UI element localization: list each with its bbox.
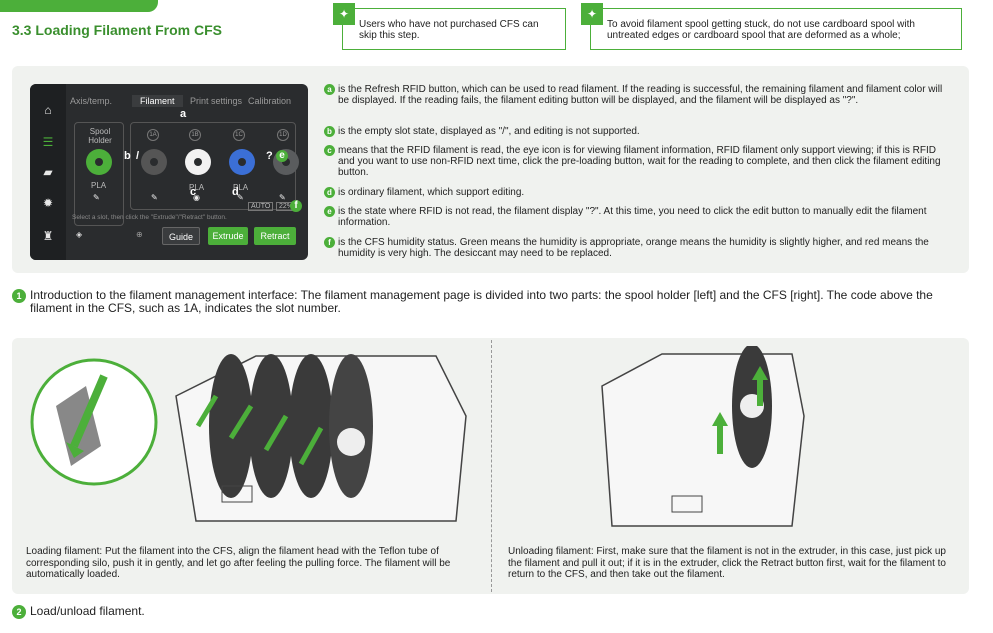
- arrow-head: [66, 442, 84, 458]
- callout-c: c: [190, 186, 197, 198]
- gear-icon: ✹: [42, 196, 54, 210]
- edit-icon: ✎: [151, 193, 158, 202]
- edit-icon: ✎: [93, 193, 100, 202]
- folder-icon: ▰: [43, 165, 53, 179]
- definition-e: e is the state where RFID is not read, t…: [324, 206, 944, 228]
- step-text: Load/unload filament.: [30, 604, 145, 618]
- settings-sliders-icon: ☰: [42, 135, 54, 149]
- badge-c: c: [324, 145, 335, 156]
- badge-a: a: [324, 84, 335, 95]
- definition-f: f is the CFS humidity status. Green mean…: [324, 237, 944, 259]
- cfs-front-window: [671, 495, 703, 513]
- edit-icon: ✎: [237, 193, 244, 202]
- tab-calibration: Calibration: [248, 96, 292, 106]
- extrude-button[interactable]: Extrude: [208, 227, 248, 245]
- arrow-head: [752, 366, 768, 380]
- tip-text: To avoid filament spool getting stuck, d…: [607, 19, 915, 41]
- tab-filament: Filament: [132, 95, 183, 107]
- cfs-box: [601, 353, 805, 527]
- filament-screen-mockup: ⌂ ☰ ▰ ✹ ♜ Axis/temp. Filament Print sett…: [30, 84, 308, 260]
- eye-icon: ◉: [193, 193, 200, 202]
- definition-text: is the CFS humidity status. Green means …: [338, 237, 929, 259]
- badge-f: f: [324, 237, 335, 248]
- robot-icon: ♜: [42, 229, 54, 243]
- definition-d: d is ordinary filament, which support ed…: [324, 187, 944, 198]
- definition-c: c means that the RFID filament is read, …: [324, 145, 944, 178]
- spool-holder-feed-icon: ◈: [76, 230, 83, 239]
- badge-b: b: [324, 126, 335, 137]
- load-arrows: [195, 394, 324, 466]
- slot-code: 1C: [233, 129, 245, 141]
- step-2: 2 Load/unload filament.: [12, 604, 972, 619]
- retract-button[interactable]: Retract: [254, 227, 296, 245]
- section-banner: [0, 0, 158, 12]
- step-number: 1: [12, 289, 26, 303]
- definition-text: is the empty slot state, displayed as "/…: [338, 126, 640, 137]
- blue-spool-icon: [229, 149, 255, 175]
- tip-box-cfs-optional: ✦ Users who have not purchased CFS can s…: [333, 3, 566, 50]
- white-spool-icon: [185, 149, 211, 175]
- tip-text: Users who have not purchased CFS can ski…: [359, 19, 539, 41]
- loading-caption: Loading filament: Put the filament into …: [26, 546, 451, 580]
- badge-e: e: [324, 206, 335, 217]
- slot-code: 1B: [189, 129, 201, 141]
- page-title: 3.3 Loading Filament From CFS: [12, 22, 223, 38]
- spool-holder-panel: Spool Holder PLA ✎: [74, 122, 124, 226]
- definition-text: is ordinary filament, which support edit…: [338, 187, 525, 198]
- callout-e: e: [276, 150, 288, 162]
- step-number: 2: [12, 605, 26, 619]
- loading-filament-illustration: [30, 354, 467, 522]
- slot-code: 1A: [147, 129, 159, 141]
- unknown-slot-mark: ?: [266, 150, 273, 162]
- slot-code: 1D: [277, 129, 289, 141]
- unloading-filament-illustration: [601, 346, 805, 527]
- step-text: Introduction to the filament management …: [30, 288, 933, 315]
- tab-axis-temp: Axis/temp.: [70, 96, 113, 106]
- cfs-settings-icon: ⊕: [136, 230, 143, 239]
- arrow-head: [712, 412, 728, 426]
- callout-d: d: [232, 186, 239, 198]
- spool-holder-label: Spool Holder: [88, 127, 112, 145]
- empty-slot-icon: [141, 149, 167, 175]
- lightbulb-icon: ✦: [581, 3, 603, 25]
- cfs-panel: 1A 1B 1C 1D PLA PLA ✎ ◉ ✎ ✎: [130, 122, 299, 210]
- dashed-divider: [491, 340, 492, 592]
- load-unload-panel: [12, 338, 969, 594]
- home-icon: ⌂: [44, 103, 52, 117]
- definition-text: means that the RFID filament is read, th…: [338, 145, 941, 178]
- edit-icon: ✎: [279, 193, 286, 202]
- cfs-front-window: [221, 485, 253, 503]
- holder-material: PLA: [91, 181, 107, 190]
- holder-spool-icon: [86, 149, 112, 175]
- definition-text: is the state where RFID is not read, the…: [338, 206, 927, 228]
- callout-b: b: [124, 150, 131, 162]
- tip-box-cardboard-spool: ✦ To avoid filament spool getting stuck,…: [581, 3, 962, 50]
- lightbulb-icon: ✦: [333, 3, 355, 25]
- empty-slot-mark: /: [136, 150, 140, 162]
- definition-a: a is the Refresh RFID button, which can …: [324, 84, 944, 106]
- insert-arrow: [70, 374, 108, 448]
- screen-sidebar: ⌂ ☰ ▰ ✹ ♜: [30, 84, 66, 260]
- callout-f: f: [290, 200, 302, 212]
- definition-text: is the Refresh RFID button, which can be…: [338, 84, 943, 106]
- badge-d: d: [324, 187, 335, 198]
- step-1: 1 Introduction to the filament managemen…: [12, 289, 972, 315]
- definition-b: b is the empty slot state, displayed as …: [324, 126, 944, 137]
- guide-button[interactable]: Guide: [162, 227, 200, 245]
- tab-print-settings: Print settings: [190, 96, 243, 106]
- refresh-rfid-button[interactable]: AUTO: [248, 202, 274, 211]
- slot-material: PLA: [189, 183, 205, 192]
- slot-material: PLA: [233, 183, 249, 192]
- unloading-caption: Unloading filament: First, make sure tha…: [508, 546, 946, 580]
- callout-a: a: [180, 108, 187, 120]
- slot-hint: Select a slot, then click the "Extrude"/…: [72, 214, 227, 221]
